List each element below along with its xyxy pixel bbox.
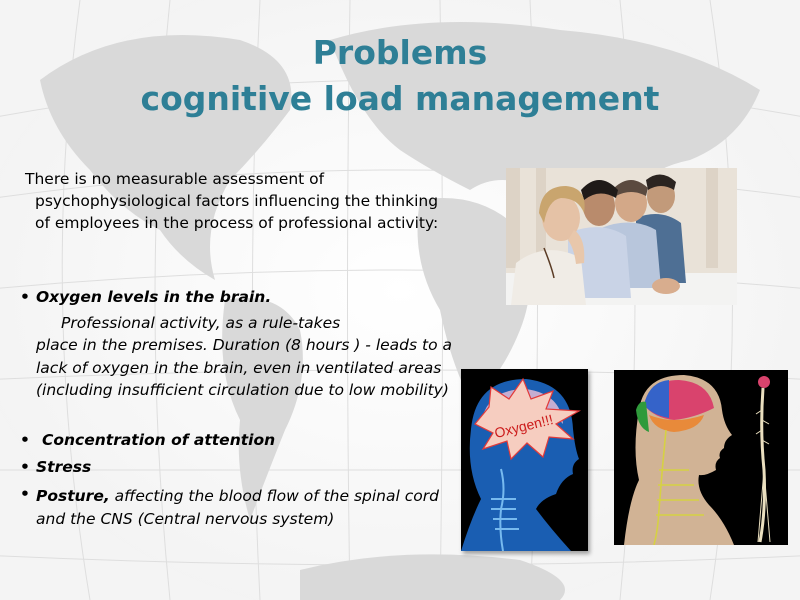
title-line-1: Problems — [312, 33, 488, 72]
intro-paragraph: There is no measurable assessment of psy… — [25, 168, 445, 234]
bullet-glyph: • — [20, 458, 30, 476]
bullet-glyph: • — [20, 288, 30, 306]
slide-title: Problems cognitive load management — [0, 30, 800, 122]
oxygen-detail: Professional activity, as a rule-takes p… — [36, 312, 456, 401]
meeting-photo — [506, 168, 737, 305]
intro-line-1: There is no measurable assessment of — [25, 170, 325, 188]
nervous-system-illustration — [614, 370, 788, 545]
bullet-label: Stress — [36, 458, 92, 476]
intro-rest: psychophysiological factors influencing … — [35, 192, 439, 232]
bullet-label: Posture, — [36, 487, 110, 505]
oxygen-detail-first-line: Professional activity, as a rule-takes — [61, 314, 341, 332]
oxygen-brain-illustration: Oxygen!!! — [461, 369, 588, 551]
bullet-glyph: • — [20, 485, 30, 503]
bullet-label: Oxygen levels in the brain. — [36, 288, 272, 306]
posture-detail: affecting the blood flow of the spinal c… — [36, 487, 439, 528]
bullet-posture-text: Posture, affecting the blood flow of the… — [36, 485, 456, 530]
bullet-glyph: • — [20, 431, 30, 449]
bullet-label: Concentration of attention — [42, 431, 276, 449]
title-line-2: cognitive load management — [140, 79, 660, 118]
oxygen-detail-rest: place in the premises. Duration (8 hours… — [36, 336, 452, 399]
